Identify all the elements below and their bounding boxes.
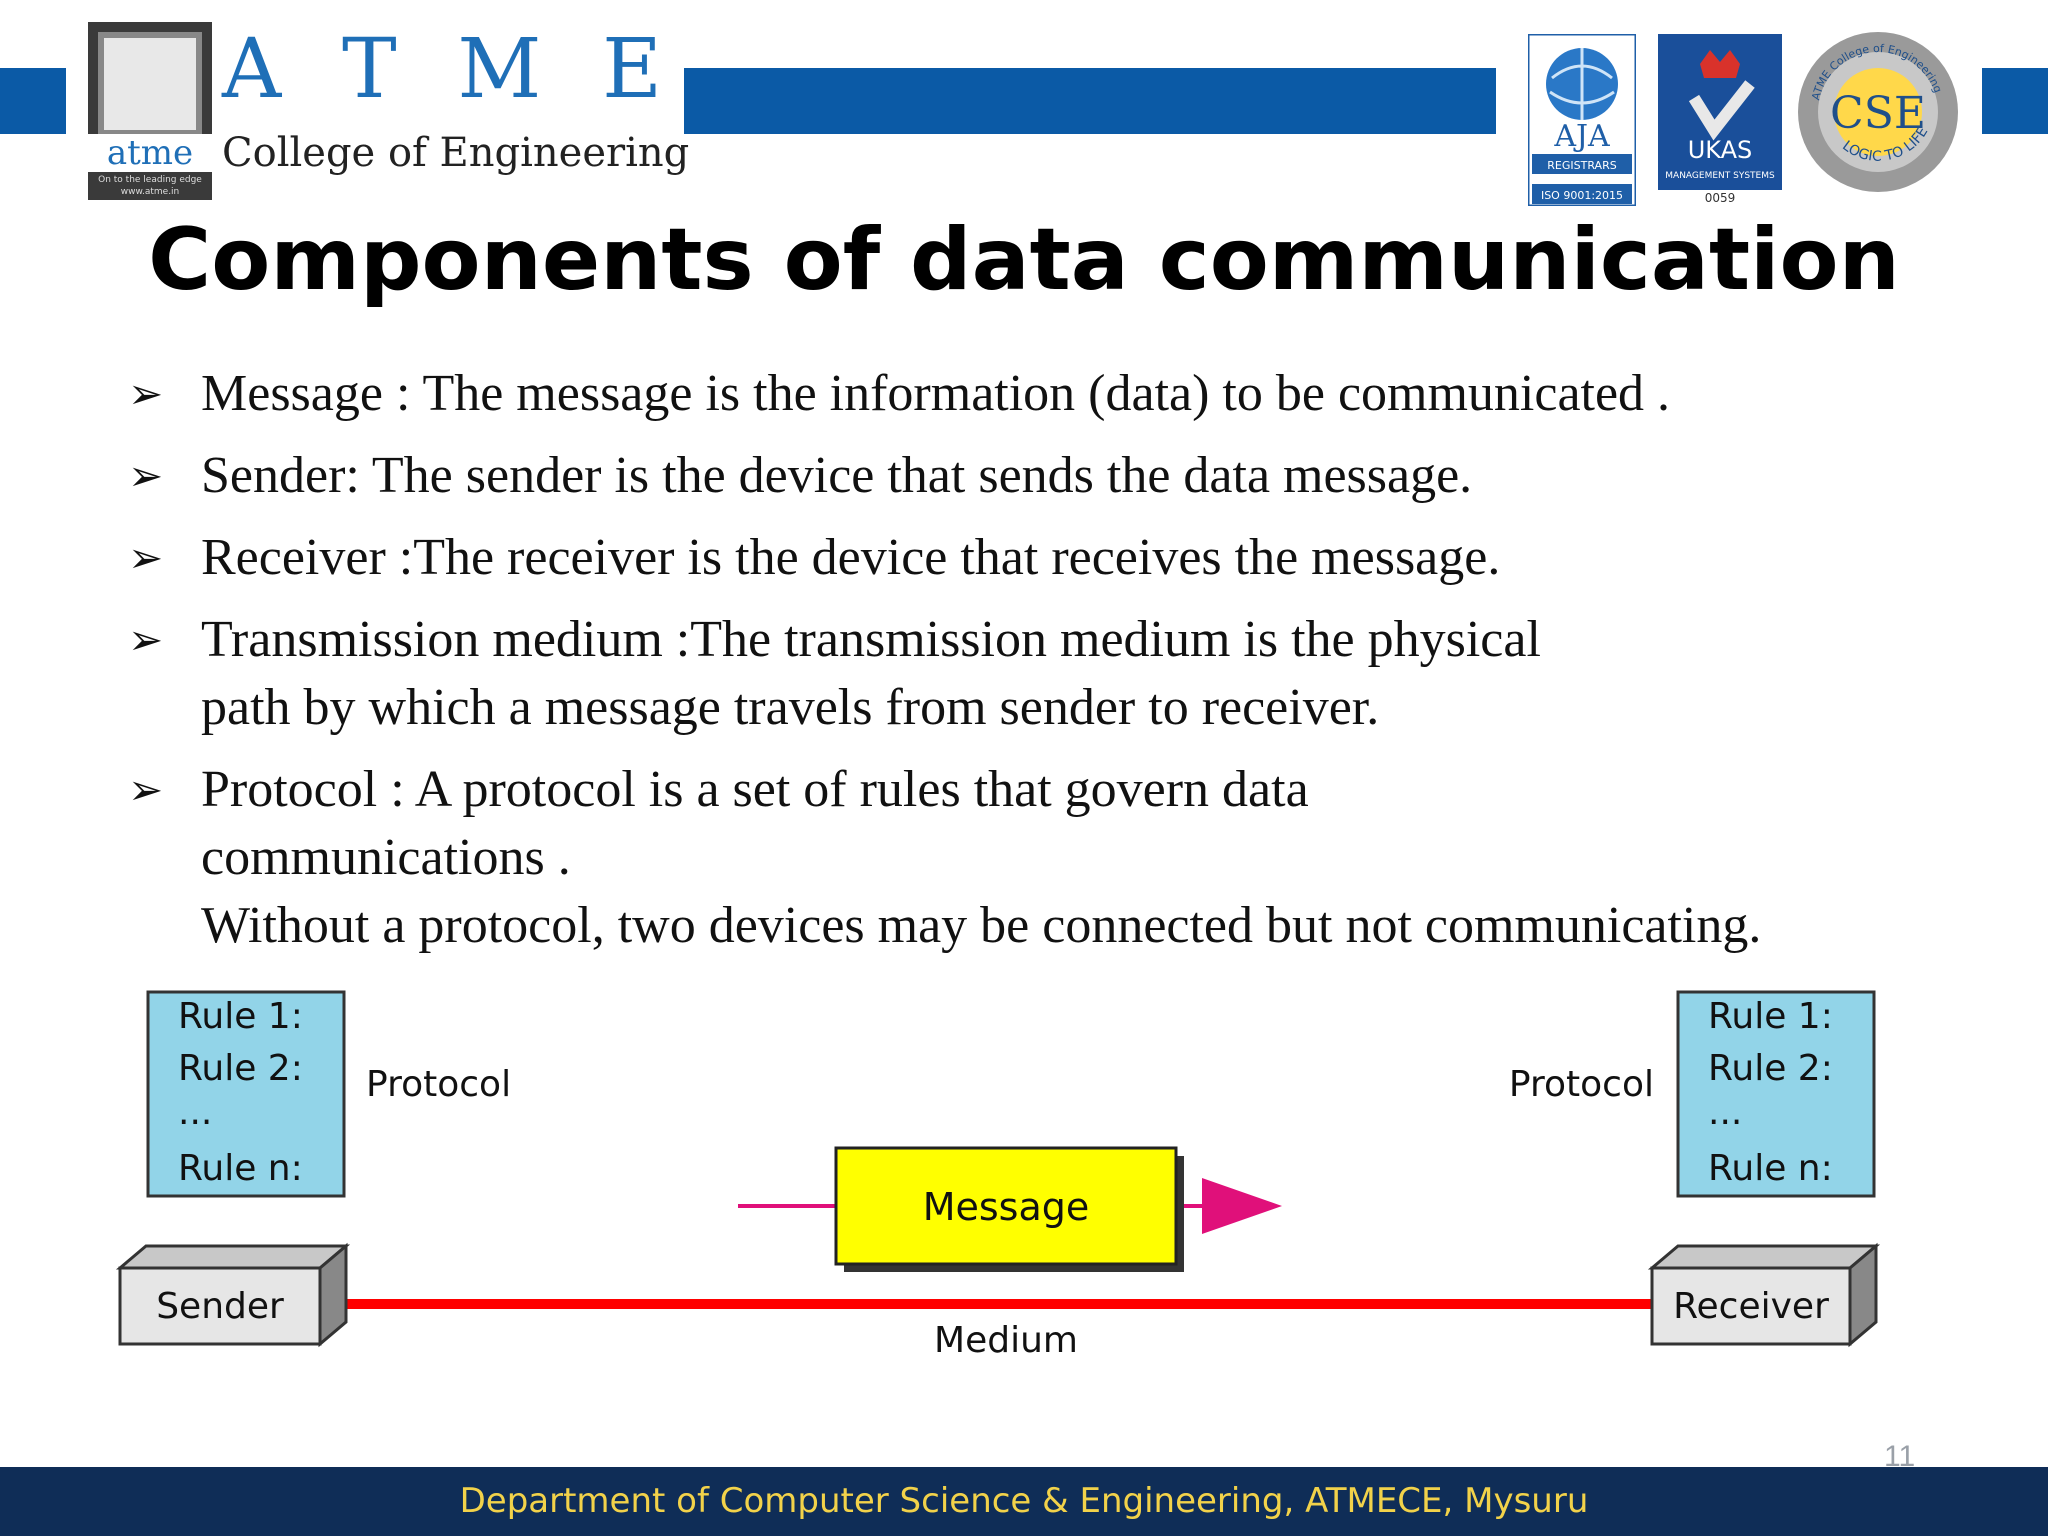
logo-word: atme bbox=[88, 134, 212, 172]
left-rules-box bbox=[146, 990, 346, 1198]
left-protocol-label: Protocol bbox=[366, 1064, 511, 1105]
arrow-bullet-icon: ➢ bbox=[128, 369, 164, 418]
bullet-line: path by which a message travels from sen… bbox=[201, 679, 1380, 736]
bullet-medium: ➢ Transmission medium :The transmission … bbox=[128, 606, 1988, 742]
arrow-bullet-icon: ➢ bbox=[128, 533, 164, 582]
aja-badge: AJA REGISTRARS ISO 9001:2015 bbox=[1526, 32, 1638, 208]
receiver-device: Receiver bbox=[1647, 1242, 1881, 1348]
aja-globe-icon: AJA REGISTRARS ISO 9001:2015 bbox=[1526, 32, 1638, 208]
footer-text: Department of Computer Science & Enginee… bbox=[459, 1481, 1589, 1521]
communication-diagram: Rule 1: Rule 2: ... Rule n: Protocol Rul… bbox=[115, 990, 1881, 1361]
atme-letters: A T M E bbox=[222, 22, 662, 117]
message-box bbox=[834, 1146, 1178, 1266]
logo-tagline: On to the leading edge www.atme.in bbox=[98, 175, 202, 197]
sender-device: Sender bbox=[115, 1242, 351, 1348]
bullet-message: ➢ Message : The message is the informati… bbox=[128, 360, 1988, 428]
bullet-line: Sender: The sender is the device that se… bbox=[201, 447, 1473, 504]
arrow-bullet-icon: ➢ bbox=[128, 615, 164, 664]
college-name: College of Engineering bbox=[222, 130, 690, 176]
logo-square-icon bbox=[98, 32, 202, 136]
svg-text:REGISTRARS: REGISTRARS bbox=[1547, 159, 1616, 172]
right-rule-ellipsis: ... bbox=[1708, 1092, 1742, 1133]
left-rule-n: Rule n: bbox=[178, 1148, 303, 1189]
slide-title: Components of data communication bbox=[148, 210, 1900, 310]
bullet-line: communications . bbox=[201, 829, 571, 886]
header-band-center bbox=[684, 68, 1496, 134]
svg-text:UKAS: UKAS bbox=[1688, 136, 1753, 164]
atme-letter-m: M bbox=[457, 22, 542, 117]
bullet-protocol: ➢ Protocol : A protocol is a set of rule… bbox=[128, 756, 1988, 960]
bullet-line: Receiver :The receiver is the device tha… bbox=[201, 529, 1501, 586]
bullet-receiver: ➢ Receiver :The receiver is the device t… bbox=[128, 524, 1988, 592]
bullet-sender: ➢ Sender: The sender is the device that … bbox=[128, 442, 1988, 510]
right-rule-2: Rule 2: bbox=[1708, 1048, 1833, 1089]
svg-text:ISO 9001:2015: ISO 9001:2015 bbox=[1541, 189, 1623, 202]
ukas-crown-icon: UKAS MANAGEMENT SYSTEMS 0059 bbox=[1658, 34, 1782, 205]
receiver-label: Receiver bbox=[1673, 1286, 1829, 1327]
atme-letter-e: E bbox=[602, 22, 662, 117]
bullet-line: Protocol : A protocol is a set of rules … bbox=[201, 761, 1309, 818]
atme-letter-t: T bbox=[341, 22, 397, 117]
svg-text:0059: 0059 bbox=[1705, 191, 1736, 205]
sender-label: Sender bbox=[156, 1286, 284, 1327]
svg-text:MANAGEMENT SYSTEMS: MANAGEMENT SYSTEMS bbox=[1665, 171, 1775, 181]
header-band-right bbox=[1982, 68, 2048, 134]
left-rule-ellipsis: ... bbox=[178, 1092, 212, 1133]
bullet-line: Without a protocol, two devices may be c… bbox=[201, 897, 1762, 954]
ukas-badge: UKAS MANAGEMENT SYSTEMS 0059 bbox=[1658, 34, 1782, 206]
left-rule-2: Rule 2: bbox=[178, 1048, 303, 1089]
header-band-left bbox=[0, 68, 66, 134]
bullet-list: ➢ Message : The message is the informati… bbox=[128, 360, 1988, 974]
atme-logo: atme On to the leading edge www.atme.in bbox=[88, 22, 212, 200]
footer-bar: Department of Computer Science & Enginee… bbox=[0, 1467, 2048, 1536]
svg-text:CSE: CSE bbox=[1830, 88, 1926, 139]
bullet-line: Message : The message is the information… bbox=[201, 365, 1671, 422]
right-rule-1: Rule 1: bbox=[1708, 996, 1833, 1037]
cse-seal-icon: CSE ATME College of Engineering LOGIC TO… bbox=[1798, 32, 1958, 192]
arrow-bullet-icon: ➢ bbox=[128, 451, 164, 500]
cse-seal: CSE ATME College of Engineering LOGIC TO… bbox=[1796, 26, 1960, 198]
right-rules-box bbox=[1676, 990, 1876, 1198]
right-protocol-label: Protocol bbox=[1509, 1064, 1654, 1105]
right-rule-n: Rule n: bbox=[1708, 1148, 1833, 1189]
medium-label: Medium bbox=[934, 1320, 1078, 1361]
left-rule-1: Rule 1: bbox=[178, 996, 303, 1037]
message-label: Message bbox=[923, 1185, 1090, 1229]
bullet-line: Transmission medium :The transmission me… bbox=[201, 611, 1541, 668]
arrow-bullet-icon: ➢ bbox=[128, 765, 164, 814]
atme-letter-a: A bbox=[222, 22, 282, 117]
svg-text:AJA: AJA bbox=[1553, 119, 1610, 154]
